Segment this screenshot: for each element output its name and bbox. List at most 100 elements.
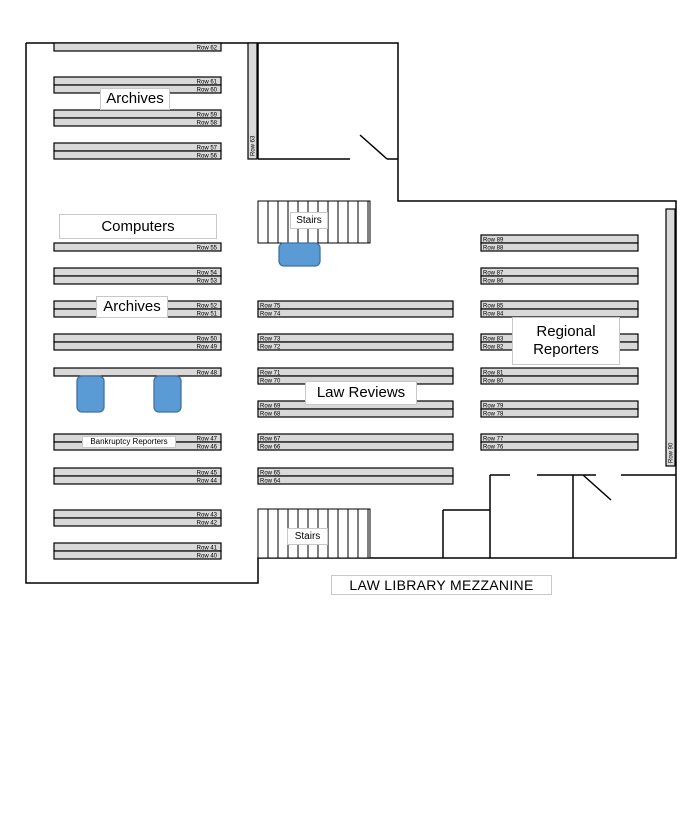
stairs-bottom [257, 508, 371, 559]
shelf-row-86 [480, 275, 639, 285]
walls [25, 42, 677, 584]
shelf-row-90 [665, 208, 676, 467]
shelf-row-80 [480, 375, 639, 385]
table-right [153, 375, 182, 413]
shelf-row-76 [480, 441, 639, 451]
shelf-row-68 [257, 408, 454, 418]
shelf-label: Row 51 [197, 311, 218, 317]
shelf-row-67 [257, 433, 454, 443]
regional-reporters-label: Regional Reporters [512, 317, 620, 365]
shelf-label: Row 44 [197, 478, 218, 484]
shelf-label: Row 76 [483, 444, 504, 450]
shelf-row-78 [480, 408, 639, 418]
shelf-label: Row 87 [483, 270, 504, 276]
shelf-label: Row 71 [260, 370, 281, 376]
shelf-label: Row 68 [260, 411, 281, 417]
bankruptcy-reporters-label: Bankruptcy Reporters [82, 436, 176, 448]
shelf-label: Row 89 [483, 237, 504, 243]
shelf-row-81 [480, 367, 639, 377]
shelf-label: Row 42 [197, 520, 218, 526]
shelf-label: Row 62 [197, 45, 218, 51]
shelf-label: Row 61 [197, 79, 218, 85]
shelf-label: Row 66 [260, 444, 281, 450]
shelf-row-58 [53, 117, 222, 127]
shelf-label: Row 40 [197, 553, 218, 559]
shelf-row-40 [53, 550, 222, 560]
shelf-row-49 [53, 341, 222, 351]
shelf-row-44 [53, 475, 222, 485]
shelf-label: Row 78 [483, 411, 504, 417]
shelf-label: Row 75 [260, 303, 281, 309]
shelf-label: Row 53 [197, 278, 218, 284]
shelf-label: Row 52 [197, 303, 218, 309]
stairs-label-bottom: Stairs [287, 528, 328, 545]
shelf-label: Row 84 [483, 311, 504, 317]
shelf-row-84 [480, 308, 639, 318]
shelf-row-48 [53, 367, 222, 377]
shelf-row-42 [53, 517, 222, 527]
shelf-label: Row 56 [197, 153, 218, 159]
shelf-label: Row 47 [197, 436, 218, 442]
shelf-row-62 [53, 42, 222, 52]
shelf-row-71 [257, 367, 454, 377]
shelf-label: Row 60 [197, 87, 218, 93]
law-reviews-label: Law Reviews [305, 381, 417, 405]
shelf-row-75 [257, 300, 454, 310]
shelf-label: Row 82 [483, 344, 504, 350]
computers-label: Computers [59, 214, 217, 239]
shelf-label: Row 49 [197, 344, 218, 350]
shelf-label: Row 58 [197, 120, 218, 126]
shelf-label: Row 81 [483, 370, 504, 376]
shelf-row-65 [257, 467, 454, 477]
shelf-label: Row 73 [260, 336, 281, 342]
shelf-label: Row 86 [483, 278, 504, 284]
shelf-row-56 [53, 150, 222, 160]
stairs-label-top: Stairs [290, 212, 328, 229]
shelving: Row 62 Row 61 Row 60 Row 59 Row 58 Row 57 Row … [53, 42, 676, 560]
tables [76, 242, 321, 413]
shelf-row-53 [53, 275, 222, 285]
shelf-row-66 [257, 441, 454, 451]
table-stairs [278, 242, 321, 267]
shelf-label: Row 77 [483, 436, 504, 442]
shelf-row-64 [257, 475, 454, 485]
shelf-label: Row 70 [260, 378, 281, 384]
shelf-label: Row 45 [197, 470, 218, 476]
archives-label-top: Archives [100, 88, 170, 110]
shelf-label: Row 85 [483, 303, 504, 309]
shelf-label: Row 59 [197, 112, 218, 118]
shelf-label: Row 67 [260, 436, 281, 442]
shelf-label: Row 65 [260, 470, 281, 476]
shelf-row-79 [480, 400, 639, 410]
shelf-label: Row 48 [197, 370, 218, 376]
shelf-row-85 [480, 300, 639, 310]
shelf-label: Row 50 [197, 336, 218, 342]
shelf-label: Row 63 [251, 135, 257, 156]
shelf-label: Row 43 [197, 512, 218, 518]
shelf-label: Row 64 [260, 478, 281, 484]
shelf-label: Row 41 [197, 545, 218, 551]
shelf-row-72 [257, 341, 454, 351]
table-left [76, 375, 105, 413]
shelf-label: Row 57 [197, 145, 218, 151]
shelf-row-88 [480, 242, 639, 252]
shelf-row-63 [247, 42, 258, 160]
map-title: LAW LIBRARY MEZZANINE [331, 575, 552, 595]
shelf-row-55 [53, 242, 222, 252]
shelf-label: Row 80 [483, 378, 504, 384]
shelf-label: Row 90 [669, 442, 675, 463]
shelf-label: Row 74 [260, 311, 281, 317]
shelf-label: Row 46 [197, 444, 218, 450]
shelf-row-89 [480, 234, 639, 244]
shelf-label: Row 83 [483, 336, 504, 342]
shelf-label: Row 88 [483, 245, 504, 251]
shelf-row-73 [257, 333, 454, 343]
shelf-label: Row 54 [197, 270, 218, 276]
shelf-label: Row 79 [483, 403, 504, 409]
shelf-label: Row 55 [197, 245, 218, 251]
shelf-label: Row 72 [260, 344, 281, 350]
shelf-row-77 [480, 433, 639, 443]
archives-label-mid: Archives [96, 296, 168, 318]
shelf-row-87 [480, 267, 639, 277]
